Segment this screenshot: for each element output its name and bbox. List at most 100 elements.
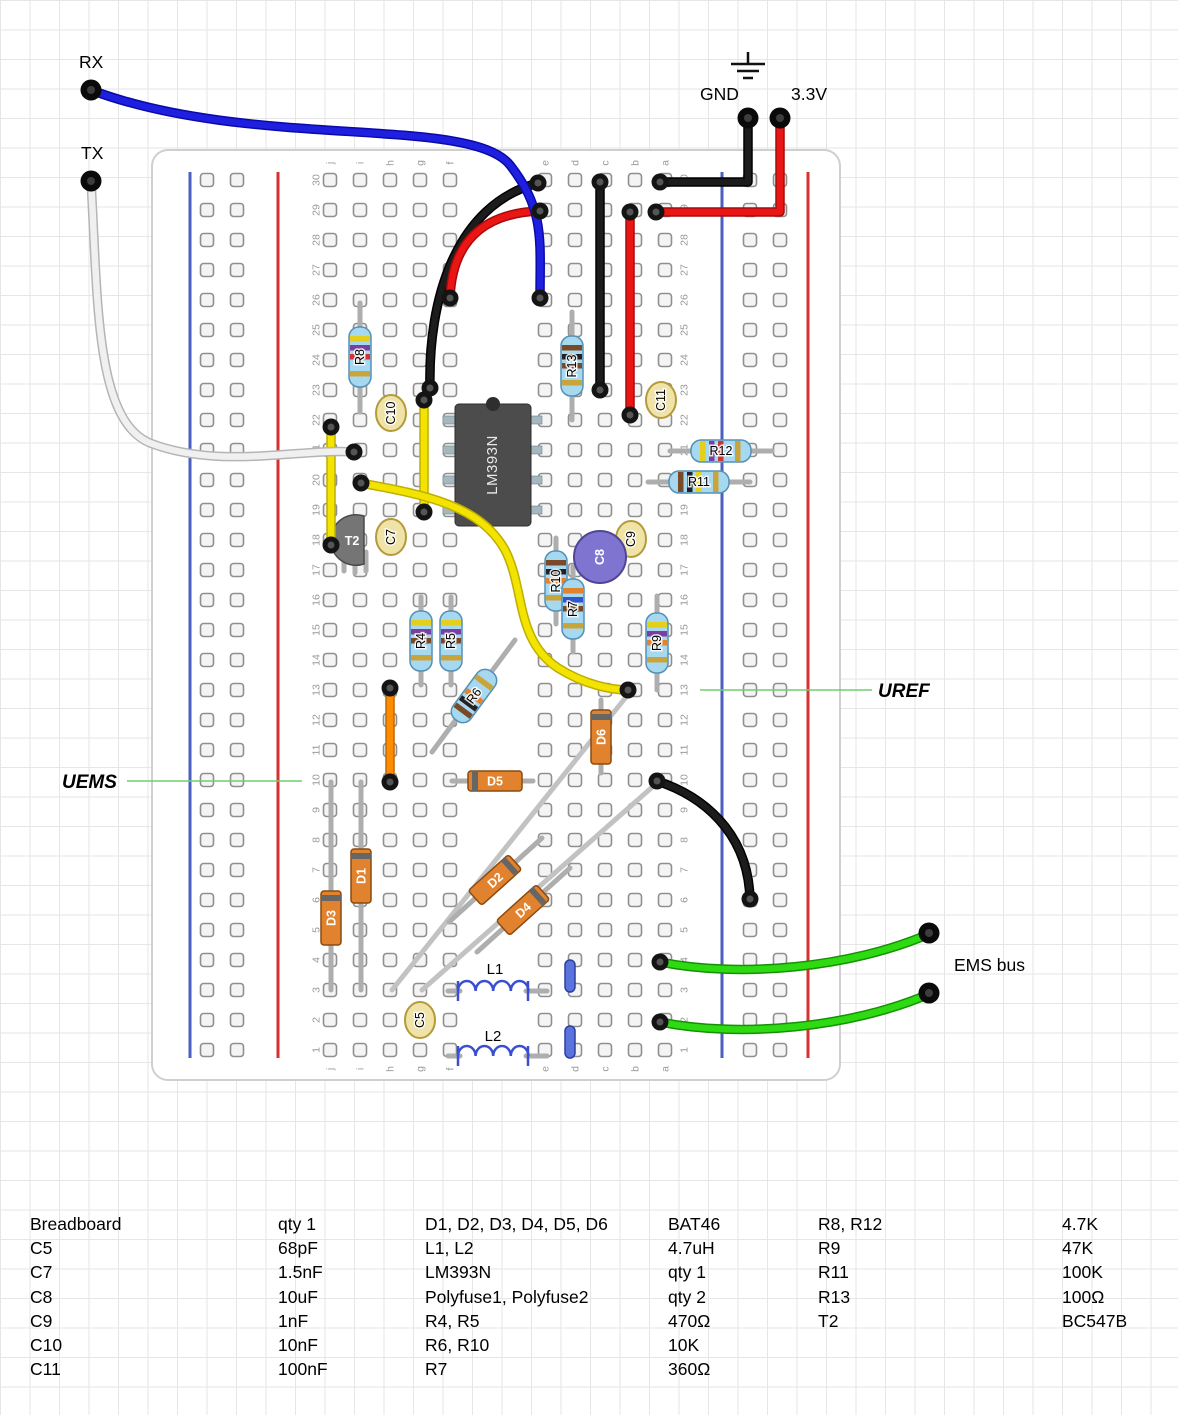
breadboard-hole — [657, 742, 673, 758]
breadboard-hole — [657, 832, 673, 848]
breadboard-hole — [597, 922, 613, 938]
breadboard-hole — [597, 442, 613, 458]
breadboard-hole — [199, 802, 215, 818]
wire-end-connector — [441, 289, 459, 307]
breadboard-hole — [567, 202, 583, 218]
resistor-band — [441, 629, 461, 635]
wire-end-connector — [529, 174, 547, 192]
breadboard-hole — [537, 682, 553, 698]
gnd-terminal — [737, 107, 759, 129]
gnd-label: GND — [700, 84, 739, 104]
breadboard-hole — [412, 322, 428, 338]
resistor-band — [441, 620, 461, 626]
row-number: 22 — [311, 414, 323, 426]
breadboard-hole — [772, 862, 788, 878]
breadboard-hole — [229, 472, 245, 488]
breadboard-hole — [322, 382, 338, 398]
breadboard-hole — [322, 1012, 338, 1028]
resistor-R9: R9 — [645, 593, 669, 693]
breadboard-hole — [627, 1012, 643, 1028]
row-number: 26 — [679, 294, 691, 306]
wire-end-connector — [651, 953, 669, 971]
diode-label: D6 — [595, 729, 609, 745]
inductor-coil — [456, 979, 530, 992]
resistor-band — [441, 655, 461, 661]
breadboard-hole — [382, 202, 398, 218]
breadboard-hole — [742, 262, 758, 278]
breadboard-hole — [742, 412, 758, 428]
breadboard-hole — [412, 532, 428, 548]
row-number: 23 — [679, 384, 691, 396]
resistor-band — [411, 638, 431, 644]
parts-cell: C9 — [30, 1310, 53, 1331]
column-letter: h — [385, 1066, 397, 1072]
breadboard-hole — [772, 322, 788, 338]
breadboard-hole — [627, 772, 643, 788]
row-number: 24 — [311, 354, 323, 366]
parts-cell: R7 — [425, 1359, 448, 1380]
wire-black-bottom — [653, 777, 754, 903]
parts-cell — [818, 1333, 1062, 1357]
inductor-label: L1 — [487, 961, 504, 978]
ic-pin — [442, 445, 457, 455]
ic-notch — [486, 397, 500, 411]
breadboard-hole — [567, 802, 583, 818]
rx-label: RX — [79, 52, 104, 72]
capacitor-label: C5 — [413, 1012, 427, 1028]
column-letter: b — [630, 160, 642, 166]
breadboard-hole — [322, 592, 338, 608]
breadboard-hole — [382, 592, 398, 608]
resistor-band — [474, 674, 494, 691]
row-number: 28 — [679, 234, 691, 246]
tx-label: TX — [81, 143, 104, 163]
ems-bus-terminal — [918, 982, 940, 1004]
breadboard-hole — [199, 862, 215, 878]
resistor-band — [546, 578, 566, 584]
row-number: 8 — [679, 837, 691, 843]
resistor-R7: R7 — [561, 563, 585, 655]
breadboard-hole — [597, 862, 613, 878]
breadboard-hole — [537, 532, 553, 548]
breadboard-hole — [322, 172, 338, 188]
parts-cell: C7 — [30, 1262, 53, 1283]
resistor-label: R10 — [549, 569, 563, 592]
row-number: 12 — [311, 714, 323, 726]
resistor-band — [718, 441, 724, 461]
breadboard-hole — [382, 442, 398, 458]
row-number: 19 — [311, 504, 323, 516]
row-number: 13 — [311, 684, 323, 696]
breadboard-hole — [382, 502, 398, 518]
row-number: 5 — [311, 927, 323, 933]
resistor-band — [687, 472, 693, 492]
row-number: 23 — [311, 384, 323, 396]
breadboard-hole — [229, 712, 245, 728]
breadboard-hole — [537, 742, 553, 758]
breadboard-hole — [597, 832, 613, 848]
breadboard-hole — [229, 232, 245, 248]
wire-end-connector — [619, 681, 637, 699]
ic-pin — [442, 415, 457, 425]
resistor-band — [647, 622, 667, 628]
breadboard-hole — [772, 562, 788, 578]
breadboard-hole — [229, 202, 245, 218]
resistor-band — [563, 597, 583, 603]
breadboard-hole — [657, 862, 673, 878]
parts-cell: C5 — [30, 1238, 53, 1259]
breadboard-hole — [322, 742, 338, 758]
resistor-label: R7 — [566, 601, 580, 617]
breadboard-hole — [537, 622, 553, 638]
breadboard-hole — [199, 1042, 215, 1058]
parts-cell: 100nF — [278, 1359, 328, 1380]
wire-end-connector — [648, 772, 666, 790]
row-number: 20 — [311, 474, 323, 486]
resistor-label: R11 — [688, 475, 710, 489]
breadboard-hole — [199, 502, 215, 518]
parts-cell: 10nF — [278, 1335, 318, 1356]
breadboard-hole — [657, 502, 673, 518]
breadboard-hole — [657, 892, 673, 908]
breadboard-hole — [772, 382, 788, 398]
breadboard-hole — [537, 922, 553, 938]
breadboard-hole — [412, 202, 428, 218]
breadboard-hole — [382, 292, 398, 308]
diode-D1: D1 — [350, 779, 372, 993]
